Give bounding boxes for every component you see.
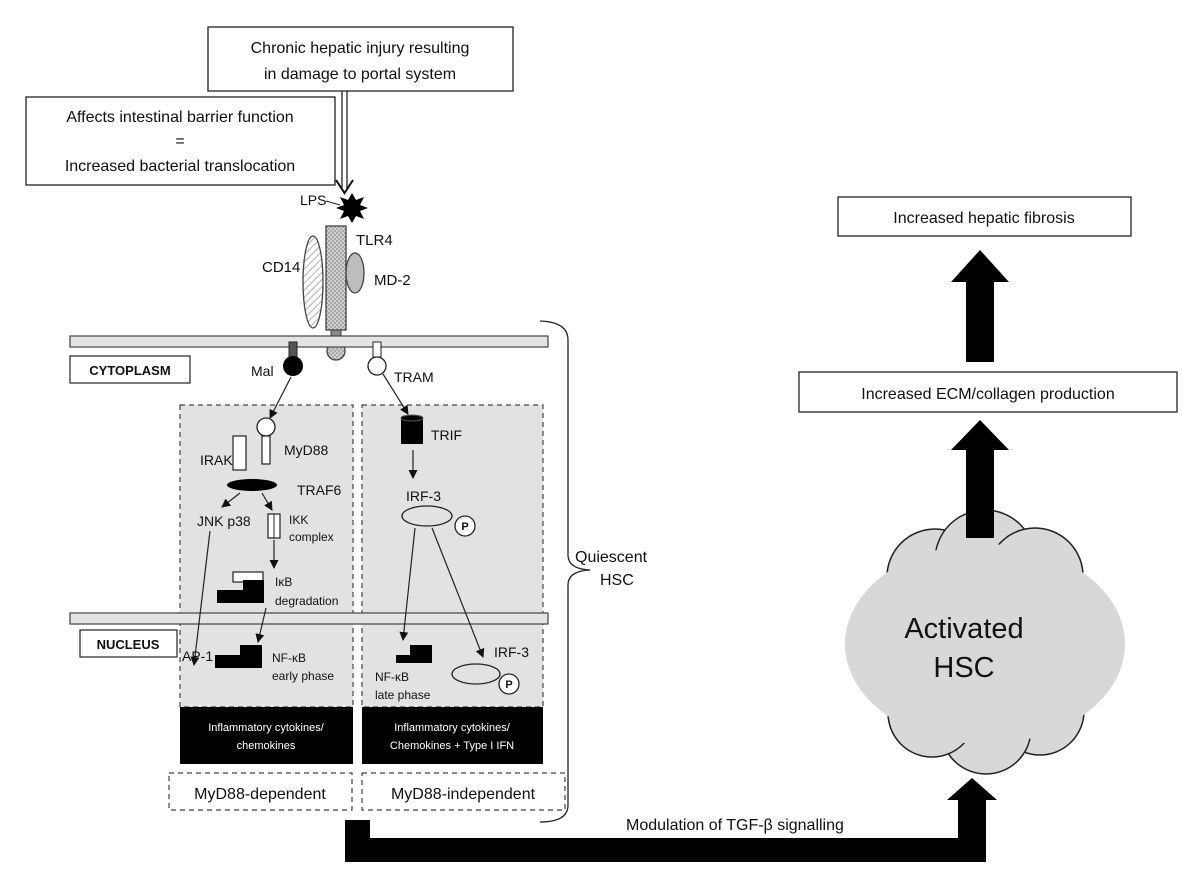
quiescent-label-1: Quiescent <box>575 549 648 566</box>
trif-protein <box>400 414 424 444</box>
irf3-bottom-label: IRF-3 <box>494 644 529 660</box>
irf3-top-label: IRF-3 <box>406 488 441 504</box>
activated-hsc-label-1: Activated <box>904 613 1023 645</box>
nfkb-early-label-2: early phase <box>272 669 334 683</box>
myd88-head <box>256 417 276 437</box>
tlr4-label: TLR4 <box>356 232 393 249</box>
svg-text:Affects intestinal barrier fun: Affects intestinal barrier function <box>66 109 293 126</box>
injury-arrow <box>335 91 354 195</box>
cytoplasm-label-box <box>69 355 191 384</box>
cd14-label: CD14 <box>262 259 300 276</box>
svg-text:Inflammatory cytokines/: Inflammatory cytokines/ <box>394 722 510 734</box>
phospho-top <box>454 515 476 537</box>
svg-text:=: = <box>175 133 184 150</box>
nuclear-membrane <box>69 612 549 625</box>
myd88-independent-label-box <box>361 772 566 811</box>
quiescent-label-2: HSC <box>600 572 634 589</box>
mal-label: Mal <box>251 363 274 379</box>
mal-adaptor <box>283 356 303 376</box>
trif-label: TRIF <box>431 427 462 443</box>
ikk-label-1: IKK <box>289 513 308 527</box>
myd88-dependent-label: MyD88-dependent <box>194 786 326 803</box>
cd14-protein <box>302 235 324 329</box>
traf6-label: TRAF6 <box>297 482 342 498</box>
md2-label: MD-2 <box>374 272 411 289</box>
nfkb-early-label-1: NF-κB <box>272 651 306 665</box>
modulation-arrow <box>345 778 997 862</box>
svg-text:Increased bacterial translocat: Increased bacterial translocation <box>65 158 295 175</box>
fibrosis-label: Increased hepatic fibrosis <box>893 210 1074 227</box>
ap1-label: AP-1 <box>182 648 213 664</box>
svg-text:chemokines: chemokines <box>237 740 296 752</box>
tram-adaptor <box>367 356 387 376</box>
ikb-degradation-label: degradation <box>275 594 338 608</box>
myd88-protein <box>261 435 271 465</box>
tram-label: TRAM <box>394 369 434 385</box>
nfkb-cytoplasmic <box>217 580 264 603</box>
lps-burst <box>336 193 368 223</box>
svg-text:Chemokines + Type I IFN: Chemokines + Type I IFN <box>390 740 514 752</box>
irf3-bottom-protein <box>451 663 501 685</box>
modulation-label: Modulation of TGF-β signalling <box>626 817 844 834</box>
nfkb-late-label-1: NF-κB <box>375 670 409 684</box>
activated-hsc-label-2: HSC <box>933 652 994 684</box>
svg-text:in damage to portal system: in damage to portal system <box>264 66 456 83</box>
lps-label: LPS <box>300 192 326 208</box>
svg-text:P: P <box>461 521 468 533</box>
phospho-bottom <box>498 673 520 695</box>
irak-protein <box>232 435 247 471</box>
quiescent-brace <box>539 320 591 823</box>
ecm-box <box>798 371 1178 413</box>
myd88-independent-panel <box>361 404 544 708</box>
nfkb-nuclear-late <box>396 645 432 663</box>
ikb-label: IκB <box>275 575 292 589</box>
tlr4-receptor <box>325 225 347 331</box>
nfkb-late-label-2: late phase <box>375 688 431 702</box>
irf3-top-protein <box>401 505 453 527</box>
fibrosis-box <box>837 196 1132 237</box>
nucleus-label-box <box>79 629 178 658</box>
myd88-dependent-label-box <box>168 772 353 811</box>
myd88-independent-label: MyD88-independent <box>391 786 536 803</box>
cell-membrane <box>69 335 549 348</box>
cytoplasm-label: CYTOPLASM <box>89 363 170 378</box>
nucleus-label: NUCLEUS <box>97 637 160 652</box>
barrier-box: Affects intestinal barrier function = In… <box>25 96 336 186</box>
traf6-protein <box>227 479 277 491</box>
up-arrow-upper <box>951 250 1009 362</box>
ecm-label: Increased ECM/collagen production <box>861 386 1114 403</box>
ikk-label-2: complex <box>289 530 334 544</box>
injury-box: Chronic hepatic injury resulting in dama… <box>207 26 514 92</box>
up-arrow-lower <box>951 420 1009 538</box>
svg-text:Inflammatory cytokines/: Inflammatory cytokines/ <box>208 722 324 734</box>
md2-protein <box>345 252 365 294</box>
myd88-dependent-output <box>180 707 353 764</box>
nfkb-nuclear-early <box>215 645 262 668</box>
svg-text:P: P <box>505 679 512 691</box>
jnk-p38-label: JNK p38 <box>197 513 251 529</box>
myd88-independent-output <box>362 707 543 764</box>
myd88-label: MyD88 <box>284 442 329 458</box>
irak-label: IRAK <box>200 452 233 468</box>
svg-text:Chronic hepatic injury resulti: Chronic hepatic injury resulting <box>251 40 470 57</box>
